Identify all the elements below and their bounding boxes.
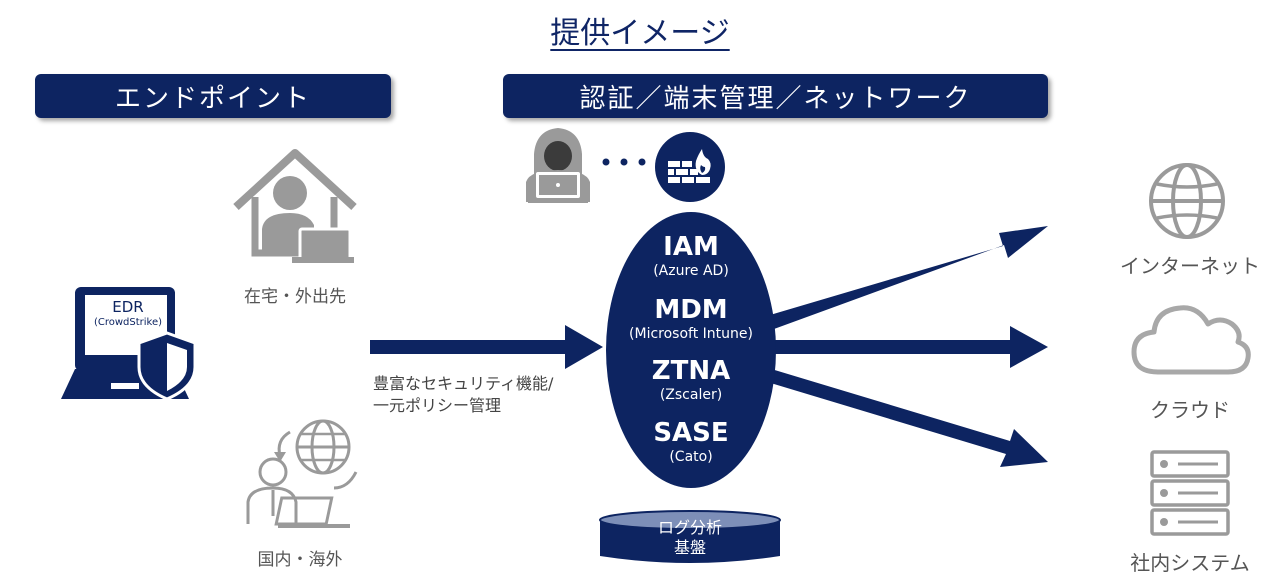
edr-sub-label: (CrowdStrike) — [93, 317, 163, 328]
internet-caption: インターネット — [1120, 254, 1260, 278]
service-name: IAM — [663, 232, 719, 262]
home-caption: 在宅・外出先 — [244, 287, 346, 307]
log-cylinder-top — [600, 511, 780, 529]
edr-label: EDR — [112, 298, 144, 316]
firewall-icon — [655, 132, 725, 202]
home-worker-icon — [233, 149, 357, 263]
services-oval — [606, 212, 776, 488]
edr-block: EDR (CrowdStrike) — [83, 298, 173, 330]
network-banner: 認証／端末管理／ネットワーク — [503, 74, 1048, 118]
connection-dots — [602, 158, 646, 166]
cloud-icon — [1131, 305, 1251, 375]
log-label-line1: ログ分析 — [657, 518, 722, 537]
service-mdm: MDM (Microsoft Intune) — [591, 295, 791, 343]
service-name: ZTNA — [651, 356, 731, 386]
cloud-caption: クラウド — [1150, 398, 1230, 422]
service-ztna: ZTNA (Zscaler) — [591, 356, 791, 404]
log-cylinder-body — [600, 520, 780, 563]
hacker-laptop-icon — [526, 128, 590, 203]
page-title: 提供イメージ — [550, 16, 730, 51]
service-name: MDM — [654, 295, 728, 325]
log-label: ログ分析 基盤 — [600, 518, 780, 558]
inbound-arrow — [370, 325, 603, 369]
laptop-shield-icon — [61, 287, 197, 401]
service-product: (Cato) — [669, 449, 713, 465]
features-note-line1: 豊富なセキュリティ機能/ — [373, 374, 554, 393]
service-iam: IAM (Azure AD) — [591, 232, 791, 280]
domestic-caption: 国内・海外 — [257, 550, 343, 570]
features-note-line2: 一元ポリシー管理 — [373, 396, 502, 415]
log-label-line2: 基盤 — [673, 538, 706, 557]
arrow-to-internet — [770, 226, 1048, 329]
service-product: (Microsoft Intune) — [629, 326, 753, 342]
features-note: 豊富なセキュリティ機能/ 一元ポリシー管理 — [373, 373, 613, 417]
global-worker-icon — [246, 419, 358, 528]
service-product: (Azure AD) — [653, 263, 729, 279]
internal-caption: 社内システム — [1130, 551, 1250, 575]
endpoint-banner: エンドポイント — [35, 74, 391, 118]
server-icon — [1150, 450, 1230, 536]
arrow-to-internal — [764, 368, 1048, 467]
service-sase: SASE (Cato) — [591, 418, 791, 466]
service-name: SASE — [653, 418, 729, 448]
globe-icon — [1149, 163, 1225, 239]
service-product: (Zscaler) — [659, 387, 723, 403]
arrow-to-cloud — [773, 326, 1048, 368]
